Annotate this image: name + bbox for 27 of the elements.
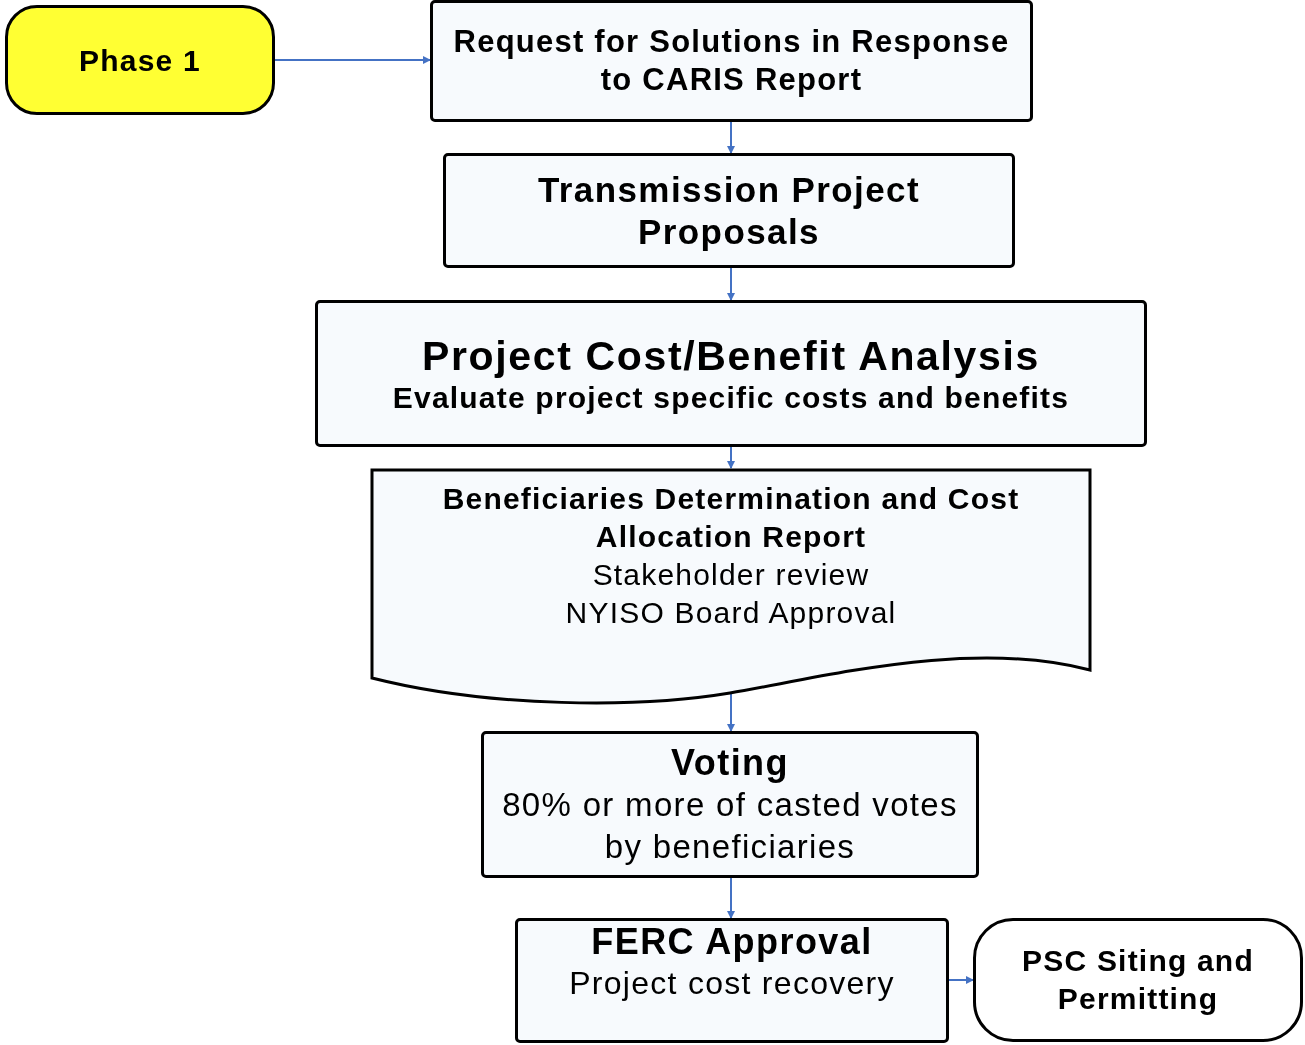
box-text: 80% or more of casted votes by beneficiaries [501,784,959,867]
box-title: Transmission Project Proposals [537,168,921,253]
box-text: NYISO Board Approval [565,595,897,631]
arrow [727,692,735,732]
box-title: Project Cost/Benefit Analysis [422,331,1040,380]
arrow [727,877,735,919]
process-box [443,153,1015,268]
arrow [727,267,735,301]
process-box [315,300,1147,447]
box-text: Stakeholder review [592,557,870,593]
process-box [481,731,979,878]
box-text: Project cost recovery [569,964,895,1003]
box-text: Evaluate project specific costs and benefits [392,379,1070,416]
arrow [727,446,735,469]
process-box [515,918,949,1043]
box-title: Request for Solutions in Response to CARIS Report [452,23,1011,99]
box-title: Beneficiaries Determination and Cost Allocation Report [441,481,1021,555]
process-box [430,0,1033,122]
terminal-box [973,918,1303,1042]
arrow [274,56,431,64]
box-title: FERC Approval [591,921,873,963]
box-title: Phase 1 [79,42,201,79]
arrow [948,976,974,984]
box-title: Voting [671,741,789,784]
box-title: PSC Siting and Permitting [1021,943,1255,1017]
arrow [727,121,735,154]
phase-label [5,5,275,115]
